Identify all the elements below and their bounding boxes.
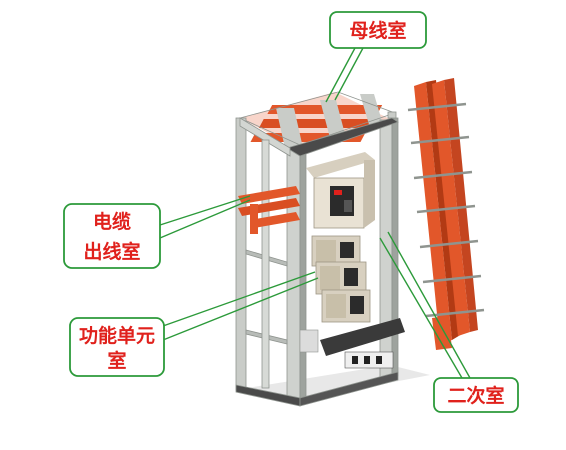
secondary-room-busbars bbox=[407, 78, 485, 350]
cable-room-bars bbox=[238, 186, 300, 234]
label-function-room-line1: 功能单元 bbox=[79, 324, 155, 347]
cabinet-frame bbox=[235, 91, 399, 407]
terminal-block bbox=[299, 318, 405, 369]
callout-cable-room: 电缆 出线室 bbox=[63, 203, 161, 269]
main-breaker bbox=[306, 152, 375, 229]
callout-secondary-room: 二次室 bbox=[433, 377, 519, 413]
leader-busbar-room-a bbox=[325, 47, 356, 103]
leader-function-room-b bbox=[162, 277, 319, 341]
leader-secondary-room-a bbox=[379, 237, 463, 379]
label-secondary-room: 二次室 bbox=[447, 384, 504, 407]
label-busbar-room: 母线室 bbox=[349, 19, 406, 42]
leader-secondary-room-b bbox=[387, 231, 471, 379]
functional-units bbox=[311, 235, 371, 323]
label-cable-room-line2: 出线室 bbox=[83, 240, 140, 263]
leader-busbar-room-b bbox=[334, 47, 364, 101]
leader-cable-room-a bbox=[159, 195, 251, 226]
leader-function-room-a bbox=[162, 271, 316, 327]
callout-busbar-room: 母线室 bbox=[329, 11, 427, 49]
label-function-room-line2: 室 bbox=[107, 349, 126, 372]
leader-lines bbox=[159, 47, 471, 379]
callout-function-room: 功能单元 室 bbox=[69, 317, 165, 377]
leader-cable-room-b bbox=[159, 199, 251, 239]
label-cable-room-line1: 电缆 bbox=[93, 210, 131, 233]
